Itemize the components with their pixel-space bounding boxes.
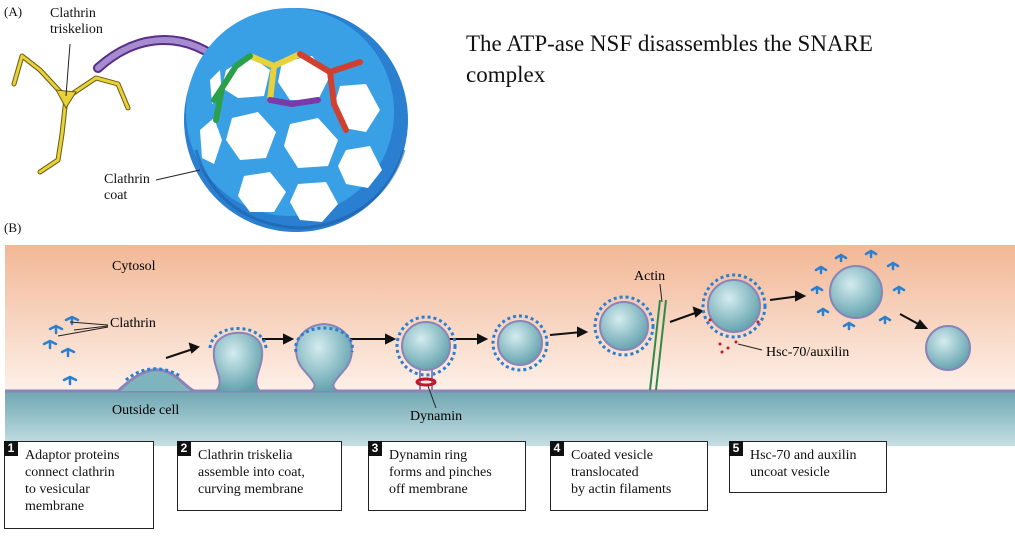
step-number: 5 bbox=[729, 441, 743, 456]
cytosol-label: Cytosol bbox=[112, 259, 156, 274]
outside-cell-label: Outside cell bbox=[112, 403, 179, 418]
actin-filament-icon bbox=[649, 299, 667, 391]
step-number: 3 bbox=[368, 441, 382, 456]
step-number: 4 bbox=[550, 441, 564, 456]
panel-a-tag: (A) bbox=[4, 4, 23, 19]
clathrin-cage-icon bbox=[184, 8, 408, 232]
step-number: 2 bbox=[177, 441, 191, 456]
triskelion-label: Clathrin triskelion bbox=[50, 6, 103, 37]
slide-title: The ATP-ase NSF disassembles the SNARE c… bbox=[466, 31, 873, 87]
free-clathrin-icon bbox=[42, 315, 80, 386]
hsc-label: Hsc-70/auxilin bbox=[766, 345, 849, 360]
dynamin-ring-icon bbox=[415, 377, 437, 387]
triskelion-icon bbox=[11, 53, 131, 175]
panel-a-illustration bbox=[11, 8, 408, 232]
clathrin-label: Clathrin bbox=[110, 316, 156, 331]
panel-b-illustration: Cytosol Clathrin Outside cell Actin Dyna… bbox=[5, 245, 1015, 446]
actin-label: Actin bbox=[634, 269, 665, 284]
dynamin-label: Dynamin bbox=[410, 409, 462, 424]
panel-b-tag: (B) bbox=[4, 220, 22, 235]
step-number: 1 bbox=[4, 441, 18, 456]
clathrin-coat-label: Clathrin coat bbox=[104, 172, 150, 203]
